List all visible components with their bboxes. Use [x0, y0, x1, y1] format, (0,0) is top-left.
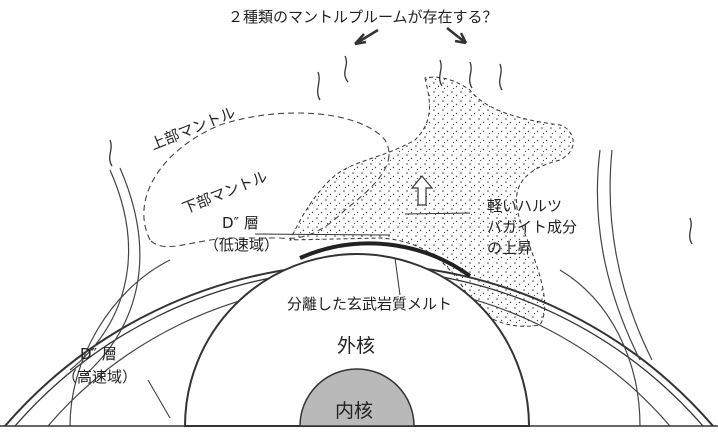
- plume-wisp-4: [469, 61, 473, 89]
- d-layer-line-right: [559, 269, 641, 427]
- left-arrow-icon: [354, 28, 379, 46]
- d-layer-low-sub-label: （低速域）: [204, 236, 279, 254]
- leader-light-component: [404, 212, 471, 215]
- outer-core-label: 外核: [337, 335, 375, 357]
- right-arrow-icon: [446, 27, 467, 44]
- d-layer-line-left: [69, 259, 171, 427]
- leader-d-layer-high: [147, 379, 171, 419]
- inner-core: [299, 368, 415, 427]
- light-component-label-3: の上昇: [487, 239, 532, 257]
- leader-d-layer-low: [254, 233, 391, 236]
- slab-right: [596, 149, 641, 361]
- d-layer-high-sub-label: （高速域）: [62, 368, 137, 386]
- superplume-stipple-region: [289, 76, 574, 327]
- plume-wisp-6: [109, 139, 113, 167]
- basalt-melt-layer: [299, 241, 472, 278]
- diagram-title: ２種類のマントルプルームが存在する？: [228, 8, 498, 26]
- plume-wisp-2: [344, 55, 349, 83]
- plume-wisp-7: [689, 217, 693, 245]
- d-layer-high-label: D″ 層: [80, 345, 117, 363]
- d-layer-low-label: D″ 層: [222, 214, 259, 232]
- upper-mantle-label: 上部マントル: [148, 103, 238, 153]
- outer-core: [183, 253, 531, 427]
- inner-core-label: 内核: [335, 400, 373, 422]
- upward-arrow-icon: [410, 175, 434, 206]
- plume-wisp-1: [317, 71, 321, 101]
- lower-mantle-label: 下部マントル: [180, 167, 270, 217]
- slab-left-inner: [84, 167, 141, 376]
- plume-wisp-3: [439, 59, 443, 87]
- slab-left: [69, 169, 130, 371]
- left-arrowhead-icon: [354, 33, 367, 46]
- lower-mantle-dashed-region: [143, 112, 390, 248]
- plume-wisp-5: [499, 63, 503, 91]
- slab-right-inner: [609, 149, 653, 361]
- light-component-label-2: バガイト成分: [487, 218, 577, 236]
- right-arrowhead-icon: [454, 32, 468, 45]
- light-component-label-1: 軽いハルツ: [487, 197, 562, 215]
- basalt-melt-label: 分離した玄武岩質メルト: [287, 295, 452, 313]
- leader-basalt-melt: [394, 257, 401, 296]
